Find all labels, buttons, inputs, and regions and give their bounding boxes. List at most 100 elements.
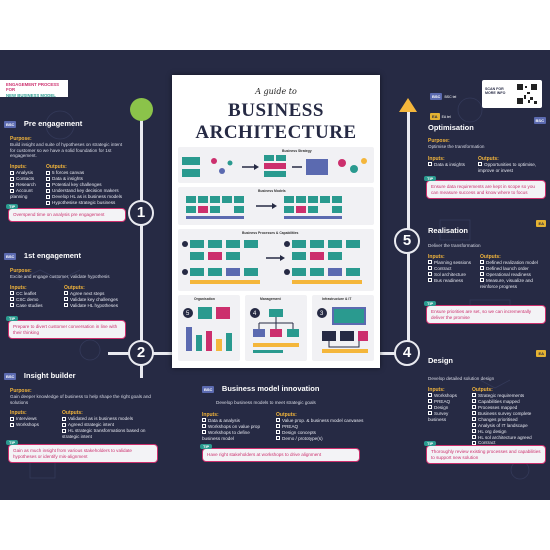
optimisation-inputs-label: Inputs: bbox=[428, 155, 445, 162]
svg-text:3: 3 bbox=[320, 311, 324, 317]
insight-builder-title: Insight builder bbox=[23, 371, 76, 380]
bm-innovation-purpose: Develop business models to meet strategi… bbox=[216, 400, 316, 405]
brand-line-1: ENGAGEMENT PROCESS FOR bbox=[6, 82, 60, 92]
insight-builder-outputs-label: Outputs: bbox=[62, 410, 83, 417]
first-engagement-purpose-label: Purpose: bbox=[10, 268, 32, 274]
list-item: Understand key decision makers bbox=[46, 188, 122, 194]
cover-processes-label: Business Processes & Capabilities bbox=[242, 231, 299, 235]
poster: 1 2 3 4 5 ENGAGEMENT PROCESS FOR NEW BUS… bbox=[0, 50, 550, 500]
section-bm-innovation: BSC Business model innovation Develop bu… bbox=[202, 378, 377, 442]
bm-innovation-inputs-label: Inputs: bbox=[202, 411, 219, 418]
path-vertical-left bbox=[140, 108, 143, 378]
list-item: Data & insights bbox=[428, 162, 474, 168]
cover-infra-label: Infrastructure & IT bbox=[322, 297, 352, 301]
optimisation-tag: BSC bbox=[533, 117, 546, 124]
list-item: Case studies bbox=[10, 303, 50, 309]
cover-mgmt-label: Management bbox=[260, 297, 281, 301]
list-item: Defined realization model bbox=[480, 260, 544, 266]
list-item: HL strategic transformations based on st… bbox=[62, 428, 146, 440]
list-item: Measure, visualize and reinforce progres… bbox=[480, 277, 533, 289]
background-doodles bbox=[19, 97, 530, 480]
section-1st-engagement: BSC 1st engagement Purpose: Excite and e… bbox=[4, 245, 134, 309]
optimisation-purpose: Optimise the transformation bbox=[428, 144, 485, 149]
book-cover: A guide to BUSINESS ARCHITECTURE Busines… bbox=[172, 75, 380, 368]
section-realisation: Realisation EA Deliver the transformatio… bbox=[428, 220, 548, 290]
tip-label: TIP bbox=[424, 301, 437, 306]
qr-block[interactable]: SCAN FOR MORE INFO bbox=[482, 80, 542, 108]
tip-label: TIP bbox=[200, 444, 213, 449]
list-item: Demo / prototype(s) bbox=[276, 436, 363, 442]
cover-models-graphic bbox=[186, 196, 342, 219]
list-item: Contract bbox=[428, 266, 474, 272]
tip-label: TIP bbox=[424, 176, 437, 181]
list-item: Validated as is business models bbox=[62, 416, 152, 422]
design-purpose: Develop detailed solution design bbox=[428, 376, 495, 381]
list-item: Develop HL as is business models bbox=[46, 194, 122, 200]
optimisation-purpose-label: Purpose: bbox=[428, 138, 450, 144]
cover-title-2: ARCHITECTURE bbox=[195, 122, 357, 143]
list-item: Hypothesise strategic business bbox=[46, 200, 122, 206]
tip-text: Gain as much insight from various stakeh… bbox=[8, 444, 158, 464]
list-item: Capabilities mapped bbox=[472, 399, 532, 405]
tip-label: TIP bbox=[424, 441, 437, 446]
realisation-purpose: Deliver the transformation bbox=[428, 243, 481, 248]
path-curve-left bbox=[108, 352, 142, 355]
list-item: Analysis of IT landscape bbox=[472, 423, 532, 429]
optimisation-title: Optimisation bbox=[428, 123, 474, 132]
cover-infra-graphic: 3 bbox=[317, 307, 368, 353]
list-item: Business survey complete bbox=[472, 411, 532, 417]
realisation-tip: TIP Ensure priorities are set, so we can… bbox=[424, 301, 546, 325]
tip-text: Prepare to divert customer conversation … bbox=[8, 320, 126, 340]
step-1: 1 bbox=[128, 200, 154, 226]
optimisation-tip: TIP Ensure data requirements are kept in… bbox=[424, 176, 546, 200]
cover-models-label: Business Models bbox=[258, 189, 286, 193]
tip-label: TIP bbox=[6, 316, 19, 321]
list-item: Interviews bbox=[10, 416, 50, 422]
pre-engagement-purpose-label: Purpose: bbox=[10, 136, 32, 142]
cover-mgmt-graphic: 4 bbox=[250, 308, 299, 353]
list-item: Defined launch order bbox=[480, 266, 544, 272]
list-item: Agree next steps bbox=[64, 291, 118, 297]
design-tag: EA bbox=[536, 350, 546, 357]
legend-ea-tag: EA bbox=[430, 113, 440, 120]
tip-text: Have right stakeholders at workshops to … bbox=[202, 448, 360, 462]
legend-bsc-tag: BSC bbox=[430, 93, 443, 100]
svg-text:5: 5 bbox=[186, 311, 190, 317]
list-item: Opportunities to optimise, improve or in… bbox=[478, 161, 537, 173]
list-item: CSC demo bbox=[10, 297, 50, 303]
design-tip: TIP Thoroughly review existing processes… bbox=[424, 441, 546, 465]
svg-text:4: 4 bbox=[253, 311, 257, 317]
step-2: 2 bbox=[128, 340, 154, 366]
bm-innovation-title: Business model innovation bbox=[221, 384, 320, 393]
realisation-outputs-label: Outputs: bbox=[480, 253, 501, 260]
design-title: Design bbox=[428, 356, 454, 365]
list-item: Design bbox=[428, 405, 468, 411]
realisation-title: Realisation bbox=[428, 226, 469, 235]
bm-innovation-outputs-label: Outputs: bbox=[276, 411, 297, 418]
list-item: Validate HL hypotheses bbox=[64, 303, 118, 309]
pre-engagement-tag: BSC bbox=[4, 121, 17, 128]
pre-engagement-outputs-label: Outputs: bbox=[46, 164, 67, 171]
insight-builder-purpose: Gain deeper knowledge of business to hel… bbox=[10, 394, 151, 405]
list-item: Workshops to define business model bbox=[202, 429, 250, 441]
first-engagement-outputs-label: Outputs: bbox=[64, 284, 85, 291]
insight-builder-tip: TIP Gain as much insight from various st… bbox=[6, 440, 158, 464]
first-engagement-tip: TIP Prepare to divert customer conversat… bbox=[6, 316, 126, 340]
list-item: Processes mapped bbox=[472, 405, 532, 411]
step-4: 4 bbox=[394, 340, 420, 366]
end-arrow-icon bbox=[399, 98, 417, 112]
list-item: Contacts bbox=[10, 176, 38, 182]
first-engagement-tag: BSC bbox=[4, 253, 17, 260]
list-item: Workshops bbox=[10, 422, 50, 428]
insight-builder-tag: BSC bbox=[4, 373, 17, 380]
first-engagement-title: 1st engagement bbox=[23, 251, 82, 260]
insight-builder-inputs-label: Inputs: bbox=[10, 410, 27, 417]
optimisation-outputs-label: Outputs: bbox=[478, 155, 499, 162]
list-item: 5 forces canvas bbox=[46, 170, 122, 176]
brand-line-2: NEW BUSINESS MODEL bbox=[6, 93, 56, 98]
bm-innovation-tag: BSC bbox=[202, 386, 215, 393]
list-item: Value prop. & business model canvases bbox=[276, 418, 363, 424]
list-item: Design concepts bbox=[276, 430, 363, 436]
list-item: Research bbox=[10, 182, 38, 188]
